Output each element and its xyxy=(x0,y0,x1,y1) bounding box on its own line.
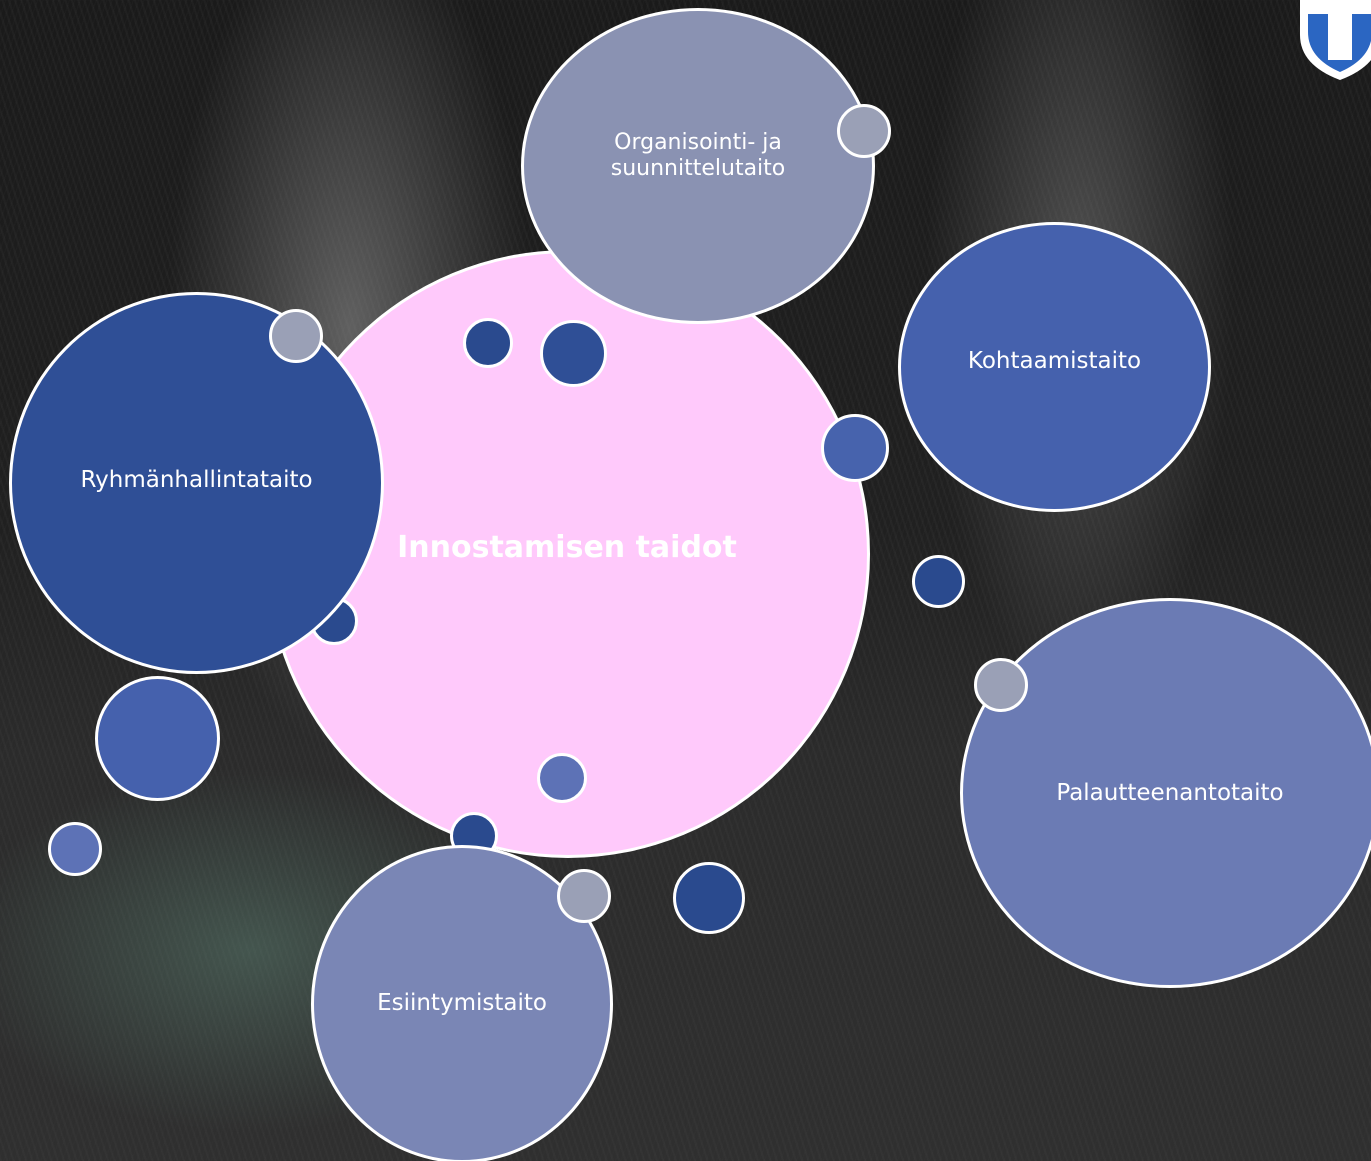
skill-label: Esiintymistaito xyxy=(377,990,547,1017)
dot-light xyxy=(48,822,102,876)
dot-light xyxy=(537,753,587,803)
dot-dark xyxy=(673,862,745,934)
skill-bubble-organisointi: Organisointi- ja suunnittelutaito xyxy=(521,8,875,324)
dot-grey xyxy=(974,658,1028,712)
dot-dark xyxy=(540,320,607,387)
dot-dark xyxy=(463,318,513,368)
skill-label: Ryhmänhallintataito xyxy=(80,467,313,494)
dot-mid xyxy=(821,414,889,482)
dot-mid xyxy=(95,676,220,801)
dot-grey xyxy=(837,104,891,158)
dot-dark xyxy=(912,555,965,608)
dot-grey xyxy=(269,309,323,363)
skill-label: Palautteenantotaito xyxy=(1056,780,1284,807)
shield-logo-icon xyxy=(1300,0,1371,80)
skill-label: Organisointi- ja suunnittelutaito xyxy=(610,129,786,181)
center-label: Innostamisen taidot xyxy=(397,530,737,565)
skill-label: Kohtaamistaito xyxy=(967,348,1142,375)
skill-bubble-kohtaamistaito: Kohtaamistaito xyxy=(898,222,1211,512)
skill-bubble-palautteenantotaito: Palautteenantotaito xyxy=(960,598,1371,988)
dot-grey xyxy=(557,869,611,923)
skill-bubble-ryhmanhallintataito: Ryhmänhallintataito xyxy=(9,292,384,674)
